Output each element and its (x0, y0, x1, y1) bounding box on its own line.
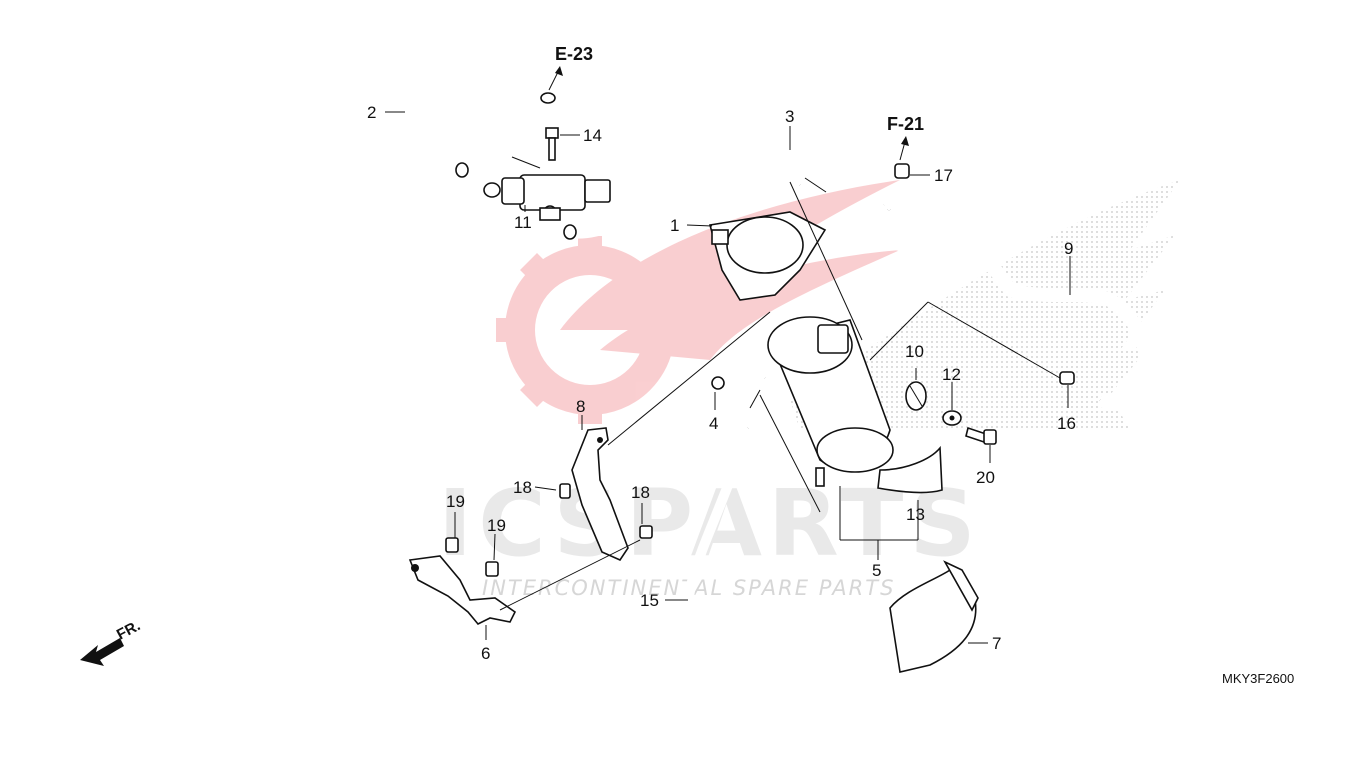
part-5-evap-canister[interactable] (767, 316, 894, 487)
callout-1[interactable]: 1 (670, 216, 679, 235)
part-19-bolt-right[interactable] (485, 561, 499, 577)
callout-11[interactable]: 11 (514, 213, 532, 232)
callouts: 1 2 3 4 5 6 7 8 9 10 11 12 13 14 15 16 1… (367, 103, 1076, 663)
callout-15[interactable]: 15 (640, 591, 659, 610)
part-10-grommet[interactable] (905, 381, 927, 411)
part-17-clip[interactable] (894, 163, 910, 179)
leader-lines (385, 111, 1071, 644)
wing-dot-pattern (790, 180, 1180, 430)
callout-16[interactable]: 16 (1057, 414, 1076, 433)
part-14-bolt[interactable] (545, 127, 559, 161)
part-2-hose[interactable] (408, 92, 556, 178)
part-4-hose-joint[interactable] (711, 351, 769, 390)
ref-f21[interactable]: F-21 (887, 114, 924, 161)
callout-19-left[interactable]: 19 (446, 492, 465, 511)
part-6-bracket[interactable] (408, 555, 517, 625)
front-direction-indicator: FR. (80, 617, 143, 666)
callout-8[interactable]: 8 (576, 397, 585, 416)
part-12-collar[interactable] (942, 410, 962, 426)
callout-13[interactable]: 13 (906, 505, 925, 524)
callout-17[interactable]: 17 (934, 166, 953, 185)
callout-12[interactable]: 12 (942, 365, 961, 384)
figure-code: MKY3F2600 (1222, 671, 1294, 686)
part-7-cover[interactable] (889, 560, 979, 673)
part-19-bolt-left[interactable] (445, 537, 459, 553)
part-16-clip[interactable] (1059, 371, 1075, 385)
callout-18-right[interactable]: 18 (631, 483, 650, 502)
callout-18-left[interactable]: 18 (513, 478, 532, 497)
callout-14[interactable]: 14 (583, 126, 602, 145)
part-11-solenoid-valve[interactable] (483, 174, 611, 221)
callout-20[interactable]: 20 (976, 468, 995, 487)
callout-2[interactable]: 2 (367, 103, 376, 122)
part-15-drain-hose[interactable] (683, 426, 753, 691)
callout-9[interactable]: 9 (1064, 239, 1073, 258)
ref-e23-label: E-23 (555, 44, 593, 64)
part-18-bolt-right[interactable] (639, 525, 653, 539)
part-8-bracket[interactable] (571, 427, 629, 562)
ref-e23[interactable]: E-23 (548, 44, 593, 91)
callout-4[interactable]: 4 (709, 414, 718, 433)
callout-6[interactable]: 6 (481, 644, 490, 663)
part-13-band[interactable] (877, 445, 943, 494)
part-1-canister-holder[interactable] (708, 211, 827, 301)
ref-f21-label: F-21 (887, 114, 924, 134)
part-20-bolt[interactable] (965, 426, 997, 445)
callout-10[interactable]: 10 (905, 342, 924, 361)
callout-7[interactable]: 7 (992, 634, 1001, 653)
callout-3[interactable]: 3 (785, 107, 794, 126)
part-9-hose[interactable] (862, 197, 1154, 410)
part-18-bolt-left[interactable] (559, 483, 571, 499)
callout-5[interactable]: 5 (872, 561, 881, 580)
part-3-hose[interactable] (563, 152, 842, 240)
callout-19-right[interactable]: 19 (487, 516, 506, 535)
front-arrow-icon (80, 638, 124, 666)
